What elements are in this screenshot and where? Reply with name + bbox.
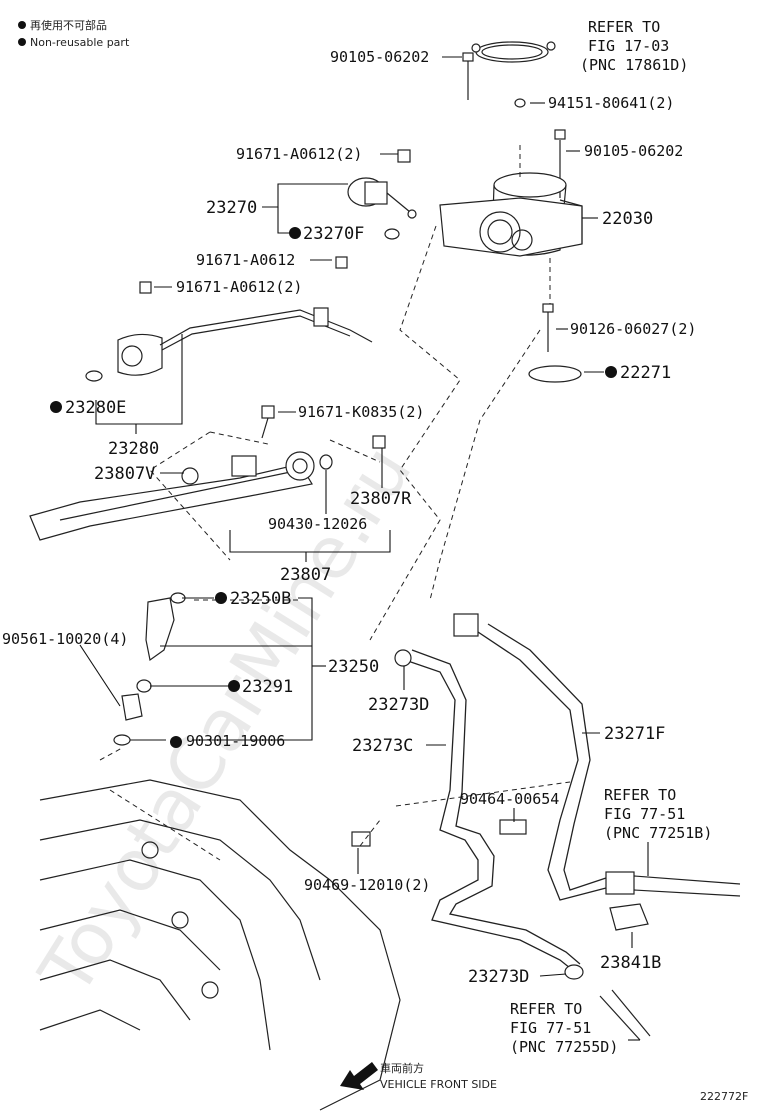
label-90469-12010[interactable]: 90469-12010(2) [304,876,430,894]
label-23280e[interactable]: 23280E [65,398,126,418]
legend: 再使用不可部品 Non-reusable part [18,18,130,49]
refer-2-line1: REFER TO [604,786,676,804]
hoses-23273 [394,649,651,1041]
engine-outline [39,747,401,1111]
vehicle-front-indicator: 車両前方 VEHICLE FRONT SIDE [340,1061,497,1091]
label-22030[interactable]: 22030 [602,209,653,229]
label-23250[interactable]: 23250 [328,657,379,677]
label-90561-10020[interactable]: 90561-10020(4) [2,630,128,648]
refer-2-line3: (PNC 77251B) [604,824,712,842]
fuel-delivery-pipe-23807 [29,431,386,561]
leader-lines [79,56,649,1041]
clamp-90469 [351,831,371,847]
label-23270[interactable]: 23270 [206,198,257,218]
label-90430-12026[interactable]: 90430-12026 [268,515,367,533]
legend-jp: 再使用不可部品 [30,18,107,32]
label-23807v[interactable]: 23807V [94,464,155,484]
throttle-body [439,145,583,310]
refer-1-line1: REFER TO [588,18,660,36]
label-23807r[interactable]: 23807R [350,489,412,509]
refer-2-line2: FIG 77-51 [604,805,685,823]
front-arrow-icon [340,1062,378,1090]
label-23250b[interactable]: 23250B [230,589,291,609]
label-23841b[interactable]: 23841B [600,953,661,973]
figure-id: 222772F [700,1090,748,1103]
refer-3-line2: FIG 77-51 [510,1019,591,1037]
gasket-22271 [528,365,582,383]
label-23280[interactable]: 23280 [108,439,159,459]
label-91671-k0835[interactable]: 91671-K0835(2) [298,403,424,421]
non-reusable-markers [50,227,617,748]
label-23270f[interactable]: 23270F [303,224,364,244]
label-23273c[interactable]: 23273C [352,736,413,756]
label-23273d-a[interactable]: 23273D [368,695,429,715]
vacuum-switch-23270 [347,149,417,240]
label-90105-06202-b[interactable]: 90105-06202 [584,142,683,160]
part-drawings [29,41,741,1111]
refer-3-line1: REFER TO [510,1000,582,1018]
direction-en: VEHICLE FRONT SIDE [380,1078,497,1091]
label-90105-06202-a[interactable]: 90105-06202 [330,48,429,66]
label-90301-19006[interactable]: 90301-19006 [186,732,285,750]
legend-dot-en [18,38,26,46]
label-23291[interactable]: 23291 [242,677,293,697]
hose-23271f [453,613,741,931]
label-91671-a0612-2a[interactable]: 91671-A0612(2) [236,145,362,163]
refer-to-17-03: REFER TO FIG 17-03 (PNC 17861D) [580,18,688,74]
refer-3-line3: (PNC 77255D) [510,1038,618,1056]
label-23271f[interactable]: 23271F [604,724,665,744]
label-90464-00654[interactable]: 90464-00654 [460,790,559,808]
label-94151-80641[interactable]: 94151-80641(2) [548,94,674,112]
refer-1-line3: (PNC 17861D) [580,56,688,74]
direction-jp: 車両前方 [380,1061,424,1075]
label-91671-a0612[interactable]: 91671-A0612 [196,251,295,269]
refer-to-77-51-d: REFER TO FIG 77-51 (PNC 77255D) [510,1000,618,1056]
clamp-90464 [499,819,527,835]
legend-dot-jp [18,21,26,29]
pressure-regulator-23280 [85,307,373,382]
label-91671-a0612-2b[interactable]: 91671-A0612(2) [176,278,302,296]
refer-1-line2: FIG 17-03 [588,37,669,55]
label-23807[interactable]: 23807 [280,565,331,585]
legend-en: Non-reusable part [30,36,130,49]
label-90126-06027[interactable]: 90126-06027(2) [570,320,696,338]
label-22271[interactable]: 22271 [620,363,671,383]
refer-to-77-51-b: REFER TO FIG 77-51 (PNC 77251B) [604,786,712,842]
label-23273d-b[interactable]: 23273D [468,967,529,987]
